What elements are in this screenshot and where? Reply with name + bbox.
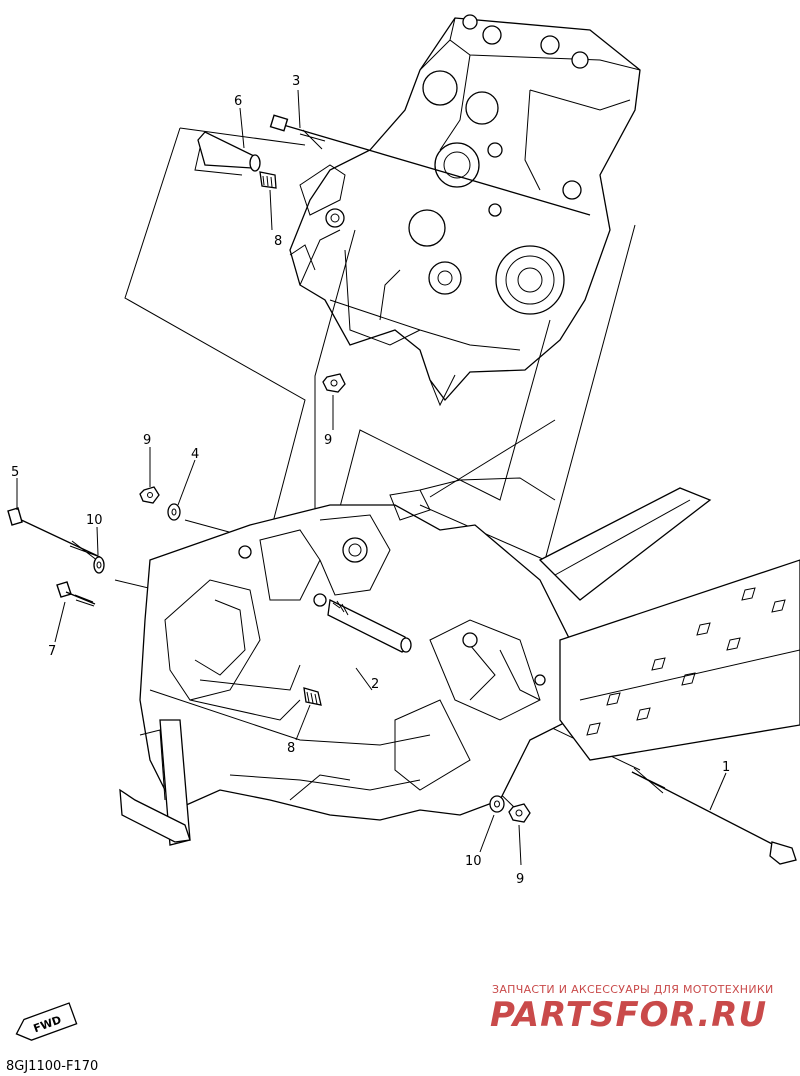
leader-lines — [16, 89, 727, 866]
washer-4 — [167, 503, 181, 521]
callout-6: 6 — [234, 94, 242, 109]
engine-block — [289, 14, 641, 407]
callout-8-upper: 8 — [274, 234, 282, 249]
callout-10-lower: 10 — [465, 854, 482, 869]
callout-9-lower: 9 — [516, 872, 524, 887]
callout-7: 7 — [48, 644, 56, 659]
diagram-code: 8GJ1100-F170 — [6, 1059, 98, 1074]
rail-tunnel — [538, 487, 800, 761]
nut-9-left — [139, 486, 160, 504]
nut-9-lower — [508, 803, 531, 823]
callout-labels: 1 2 3 4 5 6 7 8 8 9 9 9 10 10 — [11, 74, 730, 887]
chassis-frame — [119, 477, 576, 846]
long-bolt-5 — [7, 507, 101, 562]
long-bolt-1 — [631, 767, 797, 865]
engine-mount-bolt-3 — [269, 114, 591, 216]
collar-6 — [194, 131, 261, 176]
watermark-tagline: ЗАПЧАСТИ И АКСЕССУАРЫ ДЛЯ МОТОТЕХНИКИ — [492, 983, 774, 996]
callout-1: 1 — [722, 760, 730, 775]
nut-9-engine — [322, 373, 346, 393]
damper-8-upper — [259, 171, 277, 189]
callout-10-left: 10 — [86, 513, 103, 528]
callout-8-lower: 8 — [287, 741, 295, 756]
callout-9-engine: 9 — [324, 433, 332, 448]
damper-8-lower — [303, 687, 322, 706]
callout-3: 3 — [292, 74, 300, 89]
watermark: ЗАПЧАСТИ И АКСЕССУАРЫ ДЛЯ МОТОТЕХНИКИ PA… — [490, 983, 774, 1035]
callout-5: 5 — [11, 465, 19, 480]
tunnel-slots — [586, 587, 786, 736]
forward-arrow-icon: FWD — [15, 1002, 78, 1041]
bolt-2 — [327, 599, 412, 653]
callout-9-left: 9 — [143, 433, 151, 448]
callout-2: 2 — [371, 677, 379, 692]
washer-10-left — [93, 556, 105, 574]
callout-4: 4 — [191, 447, 199, 462]
watermark-brand: PARTSFOR.RU — [490, 995, 767, 1035]
washer-10-lower — [489, 795, 505, 813]
bolt-7 — [56, 581, 96, 607]
